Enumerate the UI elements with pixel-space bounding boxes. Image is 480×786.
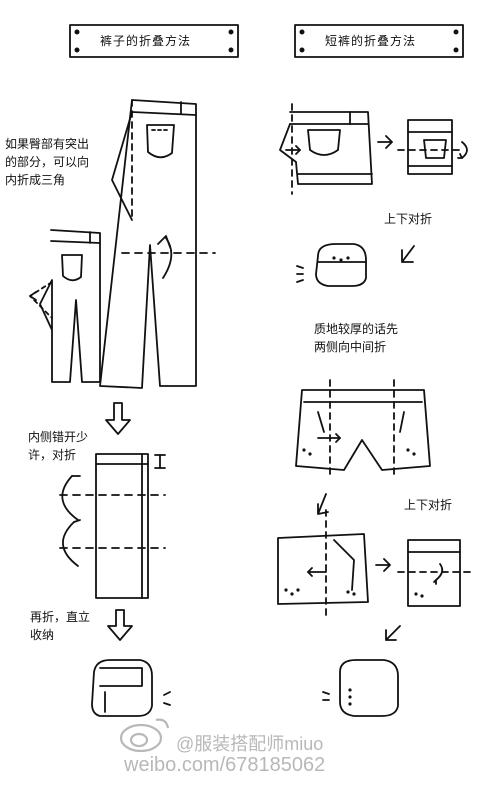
pants-large: [99, 99, 216, 389]
shorts-flat: [295, 379, 431, 479]
fold-updown-note-2: 上下对折: [404, 498, 453, 512]
pants-standing: [91, 659, 171, 717]
diag-arrow-1: [401, 245, 415, 263]
fold-updown-note-1: 上下对折: [384, 212, 433, 226]
shorts-folded-vertical: [397, 539, 471, 607]
down-arrow-2: [107, 609, 133, 641]
right-title: 短裤的折叠方法: [325, 34, 417, 48]
watermark-url: weibo.com/678185062: [124, 754, 326, 776]
stand-note: 再折，直立 收纳: [30, 610, 91, 642]
triangle-note: 如果臀部有突出 的部分，可以向 内折成三角: [5, 137, 90, 187]
diag-arrow-2: [385, 625, 401, 641]
shorts-folded-center: [277, 509, 369, 621]
pants-small-triangle: [29, 229, 101, 383]
detail-dots: [284, 256, 424, 706]
right-arrow-1: [377, 135, 393, 149]
shorts-top: [279, 103, 373, 195]
down-arrow-3: [317, 493, 329, 515]
left-title: 裤子的折叠方法: [100, 34, 192, 48]
right-title-banner: [294, 24, 464, 58]
offset-note: 内侧错开少 许，对折: [28, 430, 89, 462]
shorts-bundle-1: [296, 243, 367, 287]
shorts-bundle-2: [322, 659, 399, 717]
down-arrow-1: [105, 402, 131, 435]
pants-strip: [59, 453, 166, 599]
weibo-logo: [119, 718, 170, 753]
thick-note: 质地较厚的话先 两侧向中间折: [314, 322, 399, 354]
shorts-side-folded: [397, 119, 468, 175]
left-title-banner: [69, 24, 239, 58]
watermark-handle: @服装搭配师miuo: [176, 734, 324, 754]
right-arrow-2: [375, 558, 391, 572]
